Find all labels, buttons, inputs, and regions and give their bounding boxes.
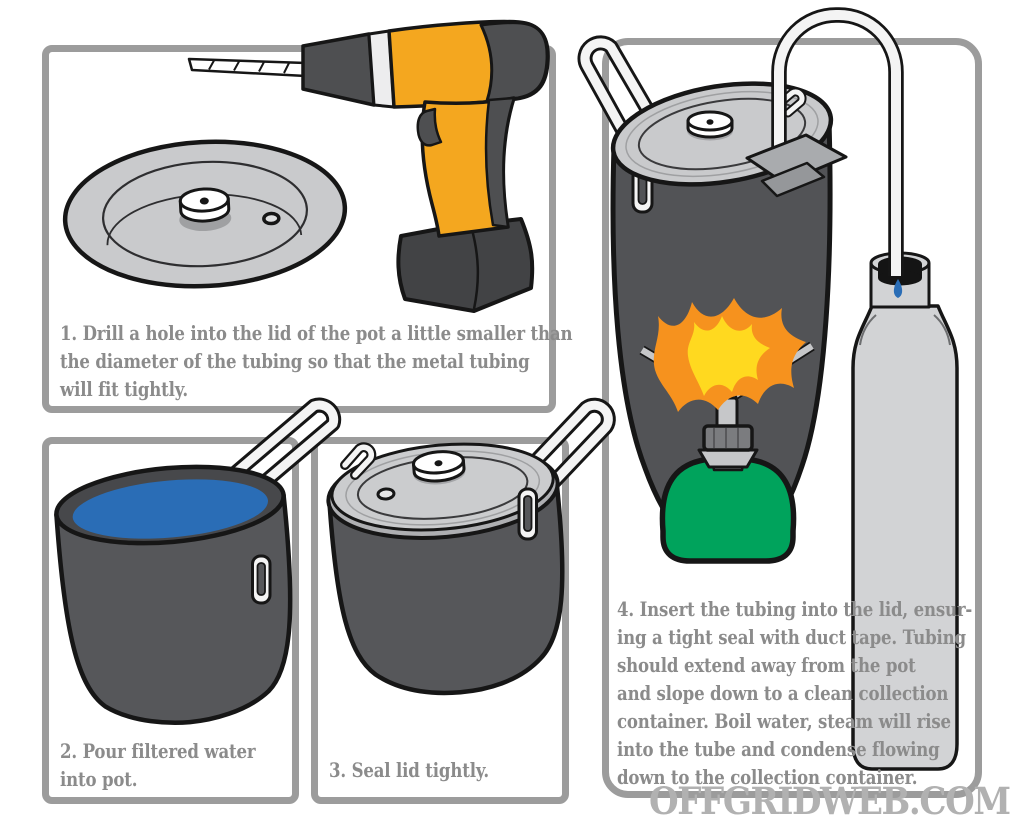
step-3-caption: 3. Seal lid tightly.: [329, 759, 489, 782]
step-3-panel: [311, 437, 569, 804]
step-1-caption: 1. Drill a hole into the lid of the pot …: [60, 322, 573, 401]
step-2-caption: 2. Pour filtered water into pot.: [60, 740, 256, 791]
step-2-panel: [42, 437, 299, 804]
watermark: OFFGRIDWEB.COM: [649, 779, 1011, 823]
step-4-caption: 4. Insert the tubing into the lid, ensur…: [617, 598, 973, 789]
